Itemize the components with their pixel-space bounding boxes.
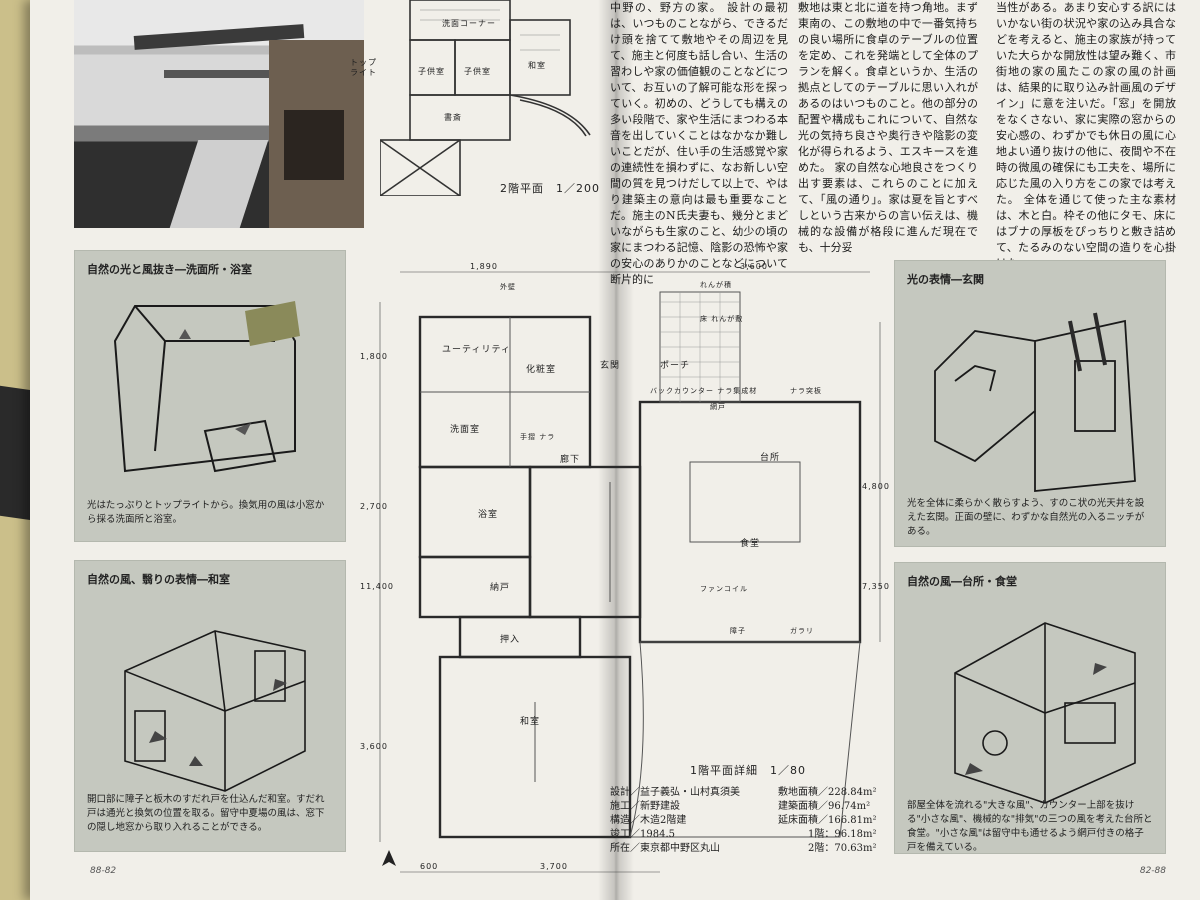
plan-note-2: れんが積 <box>700 281 732 289</box>
wash-bath-sketch <box>113 301 300 473</box>
first-floor-plan: 1,890 3,600 600 3,700 1,800 2,700 11,400… <box>360 262 890 882</box>
credit-line: 所在／東京都中野区丸山 <box>610 843 720 854</box>
room-closet: 押入 <box>500 635 521 645</box>
first-floor-drawing <box>379 271 881 873</box>
credit-line: 施工／新野建設 <box>610 801 680 812</box>
area-line: 敷地面積／228.84m² <box>778 787 877 798</box>
area-line: 1階：96.18m² <box>808 829 877 840</box>
panel-caption: 光を全体に柔らかく散らすよう、すのこ状の光天井を設えた玄関。正面の壁に、わずかな… <box>907 498 1145 537</box>
credit-line: 設計／益子義弘・山村真須美 <box>610 787 740 798</box>
article-text-column-1: 中野の、野方の家。 設計の最初は、いつものことながら、できるだけ頭を捨てて敷地や… <box>610 1 788 286</box>
kitchen-dining-sketch <box>954 622 1136 804</box>
panel-wind-washitsu: 自然の風、翳りの表情―和室 開口部に障子と板木のすだれ戸を仕込んだ和室。すだれ戸… <box>74 560 346 852</box>
panel-title: 自然の風―台所・食堂 <box>907 575 1017 588</box>
article-text-column-3: 当性がある。あまり安心する訳にはいかない街の状況や家の込み具合などを考えると、施… <box>996 1 1176 270</box>
floor2-room-wash: 洗面コーナー <box>442 19 496 28</box>
article-text-column-2: 敷地は東と北に道を持つ角地。まず東南の、この敷地の中で一番気持ちの良い場所に食卓… <box>798 1 978 254</box>
room-kitchen: 台所 <box>760 453 781 463</box>
panel-wind-kitchen-dining: 自然の風―台所・食堂 部屋全体を流れる"大きな風"、カウンター上部を抜ける"小さ… <box>894 562 1166 854</box>
entrance-sketch <box>934 312 1136 492</box>
floor2-plan-label: 2階平面 1／200 <box>500 182 600 195</box>
panel-caption: 部屋全体を流れる"大きな風"、カウンター上部を抜ける"小さな風"、機械的な"排気… <box>907 800 1153 853</box>
second-floor-drawing <box>379 0 591 197</box>
room-washitsu: 和室 <box>520 717 541 727</box>
room-dining: 食堂 <box>740 539 761 549</box>
floor2-toplight-label: トップライト <box>350 58 377 77</box>
panel-light-wash-bath: 自然の光と風抜き―洗面所・浴室 光はたっぷりとトップライトから。換気用の風は小窓… <box>74 250 346 542</box>
area-line: 延床面積／166.81m² <box>778 815 877 826</box>
credit-line: 構造／木造2階建 <box>610 815 687 826</box>
room-toilet: 化粧室 <box>526 365 557 375</box>
second-floor-plan: 洗面コーナー 子供室 子供室 和室 書斎 トップライト 2階平面 1／200 <box>350 0 600 197</box>
dim-left-1: 1,800 <box>360 352 388 361</box>
plan-note-1: 外壁 <box>500 283 516 291</box>
page-gutter <box>598 0 634 900</box>
dim-left-4: 3,600 <box>360 742 388 751</box>
room-bath: 浴室 <box>478 510 499 520</box>
dim-bottom-2: 3,700 <box>540 862 568 871</box>
room-porch: ポーチ <box>660 361 691 371</box>
folio-right: 82-88 <box>1139 866 1166 876</box>
floor1-plan-label: 1階平面詳細 1／80 <box>690 764 806 777</box>
washitsu-sketch <box>124 630 306 792</box>
panel-caption: 開口部に障子と板木のすだれ戸を仕込んだ和室。すだれ戸は通光と換気の位置を取る。留… <box>87 794 325 833</box>
project-credits: 設計／益子義弘・山村真須美 施工／新野建設 構造／木造2階建 竣工／1984.5… <box>610 786 810 856</box>
plan-note-4: バックカウンター ナラ集成材 <box>650 387 758 395</box>
project-areas: 敷地面積／228.84m² 建築面積／96.74m² 延床面積／166.81m²… <box>778 786 898 856</box>
area-line: 建築面積／96.74m² <box>778 801 871 812</box>
dim-left-3: 11,400 <box>360 582 394 591</box>
panel-caption: 光はたっぷりとトップライトから。換気用の風は小窓から採る洗面所と浴室。 <box>87 500 325 525</box>
dim-bottom-1: 600 <box>420 862 439 871</box>
panel-title: 自然の光と風抜き―洗面所・浴室 <box>87 263 252 276</box>
floor2-room-washitsu: 和室 <box>528 61 546 70</box>
room-entrance: 玄関 <box>600 361 621 371</box>
area-line: 2階：70.63m² <box>808 843 877 854</box>
room-storage: 納戸 <box>490 583 511 593</box>
room-hall: 廊下 <box>560 455 581 465</box>
plan-note-10: ガラリ <box>790 627 814 635</box>
room-wash: 洗面室 <box>450 425 481 435</box>
plan-note-7: 手摺 ナラ <box>520 433 556 441</box>
magazine-spread: 洗面コーナー 子供室 子供室 和室 書斎 トップライト 2階平面 1／200 中… <box>30 0 1200 900</box>
plan-note-6: 網戸 <box>710 403 726 411</box>
folio-left: 88-82 <box>90 866 117 876</box>
plan-note-3: 床 れんが敷 <box>700 315 744 323</box>
plan-note-9: 障子 <box>730 627 746 635</box>
plan-note-5: ナラ突板 <box>790 387 822 395</box>
floor2-room-child1: 子供室 <box>418 67 445 76</box>
dim-right-2: 7,350 <box>862 582 890 591</box>
plan-note-8: ファンコイル <box>700 585 748 593</box>
credit-line: 竣工／1984.5 <box>610 829 675 840</box>
floor2-room-study: 書斎 <box>444 113 462 122</box>
house-photo <box>74 0 364 228</box>
panel-title: 自然の風、翳りの表情―和室 <box>87 573 230 586</box>
dim-top-1: 1,890 <box>470 262 498 271</box>
panel-title: 光の表情―玄関 <box>907 273 984 286</box>
north-arrow-icon <box>382 850 396 866</box>
dim-top-2: 3,600 <box>740 262 768 271</box>
dim-right-1: 4,800 <box>862 482 890 491</box>
floor2-room-child2: 子供室 <box>464 67 491 76</box>
dim-left-2: 2,700 <box>360 502 388 511</box>
panel-light-entrance: 光の表情―玄関 光を全体に柔らかく散らすよう、すのこ状の光天井を設えた玄関。正面… <box>894 260 1166 547</box>
room-utility: ユーティリティ <box>442 345 511 355</box>
